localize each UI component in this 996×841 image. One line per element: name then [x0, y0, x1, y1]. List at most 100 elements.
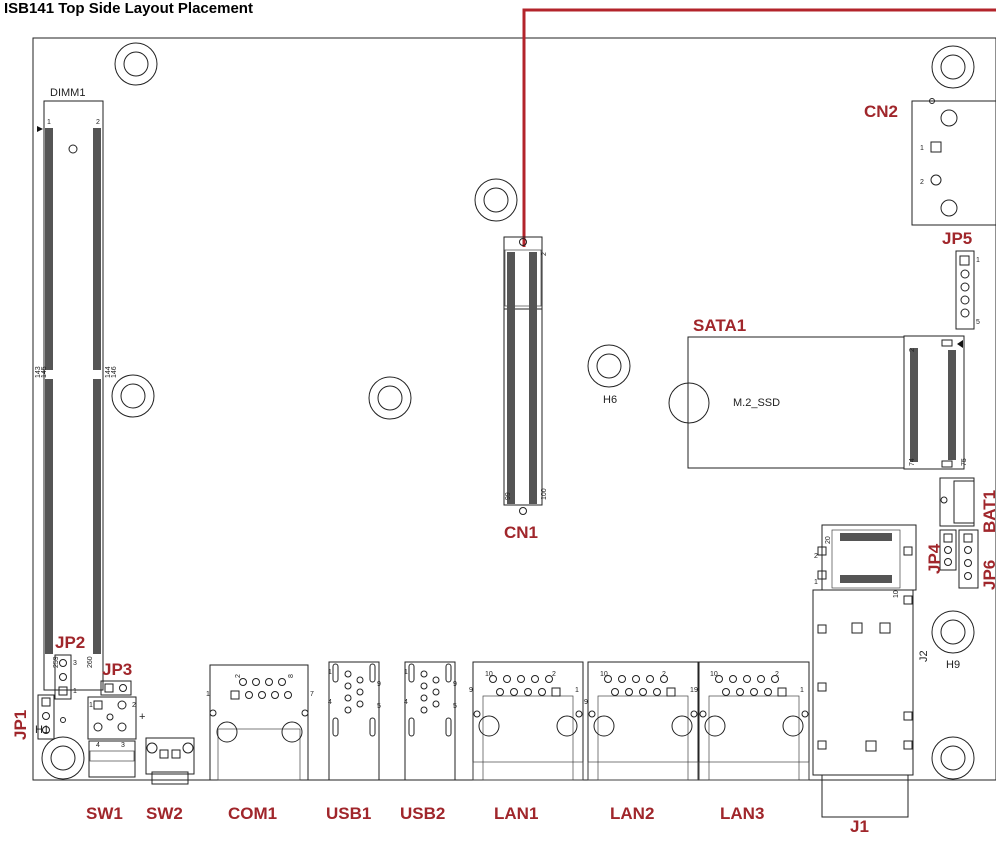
pin-number: 9 — [694, 687, 698, 694]
label-usb1: USB1 — [326, 804, 371, 823]
m2-pin-marker — [957, 340, 963, 348]
jp4-pin — [944, 558, 952, 566]
jp6-pin — [963, 533, 973, 543]
pin-number: 1 — [206, 691, 210, 698]
pin-number: 1 — [920, 145, 924, 152]
label-lan2: LAN2 — [610, 804, 654, 823]
pin-number: 1 — [690, 687, 694, 694]
cn2-hole — [940, 199, 958, 217]
cn2-connector — [911, 100, 996, 226]
j1-pad — [817, 624, 827, 634]
pin-number: 2 — [662, 671, 666, 678]
jp5-pin — [960, 295, 970, 305]
j1-pad — [817, 740, 827, 750]
jp2-pin — [58, 686, 68, 696]
label-jp1: JP1 — [11, 710, 30, 740]
label-dimm1: DIMM1 — [50, 87, 85, 99]
pin-number: 20 — [825, 536, 832, 544]
label-cn1: CN1 — [504, 523, 538, 542]
j1-pad — [903, 546, 913, 556]
pin-number: 144 — [105, 366, 112, 378]
jp2-header — [54, 654, 72, 700]
jp3-header — [100, 680, 132, 696]
j1-connector-lip — [821, 774, 909, 818]
label-lan3: LAN3 — [720, 804, 764, 823]
h1-marker — [60, 717, 66, 723]
jp4-pin — [943, 533, 953, 543]
label-jp2: JP2 — [55, 633, 85, 652]
pin-number: 5 — [377, 703, 381, 710]
sw2-button — [145, 737, 195, 785]
cn1-outline — [503, 236, 543, 506]
pin-number: 143 — [35, 366, 42, 378]
mounting-hole-h6 — [587, 344, 631, 388]
pin-number: 10 — [893, 590, 900, 598]
pin-number: 100 — [541, 488, 548, 500]
label-h6: H6 — [603, 394, 617, 406]
m2-socket — [903, 335, 965, 470]
jp4-header — [939, 529, 957, 571]
label-h1: H1 — [35, 724, 49, 736]
mounting-hole — [931, 45, 975, 89]
mounting-hole-h1 — [41, 736, 85, 780]
jp1-pin — [41, 697, 51, 707]
usb2-port — [404, 661, 456, 781]
jp1-pin — [42, 712, 50, 720]
jp1-pin — [42, 726, 50, 734]
mounting-hole — [111, 374, 155, 418]
j2-connector — [821, 524, 917, 591]
j1-pad — [879, 622, 891, 634]
jp6-pin — [964, 572, 972, 580]
pin-number: 3 — [121, 742, 125, 749]
mounting-hole — [474, 178, 518, 222]
j1-pad — [903, 711, 913, 721]
dimm1-pins-right-lower — [93, 379, 101, 654]
com1-port — [209, 664, 309, 781]
cn1-body — [504, 249, 542, 307]
plus-sign: + — [139, 711, 145, 723]
jp3-pin — [104, 683, 114, 693]
jp6-header — [958, 529, 979, 589]
pin-number: 4 — [96, 742, 100, 749]
label-com1: COM1 — [228, 804, 277, 823]
label-jp5: JP5 — [942, 229, 972, 248]
lan2-port — [587, 661, 699, 781]
jp5-pin — [960, 282, 970, 292]
pin-number: 10 — [485, 671, 493, 678]
mounting-hole — [368, 376, 412, 420]
cn2-pin-2 — [930, 174, 942, 186]
bat1-cell — [953, 480, 975, 524]
label-bat1: BAT1 — [980, 490, 996, 533]
m2-ssd-outline — [687, 336, 904, 469]
label-usb2: USB2 — [400, 804, 445, 823]
j1-pad — [817, 682, 827, 692]
dimm1-pins-right-upper — [93, 128, 101, 370]
pin-number: 9 — [469, 687, 473, 694]
pin-number: 1 — [976, 257, 980, 264]
j1-pad — [903, 740, 913, 750]
pin-number: 8 — [288, 674, 295, 678]
mounting-hole-h9 — [931, 610, 975, 654]
cn1-hole — [519, 507, 527, 515]
pin-number: 2 — [909, 348, 916, 352]
pin-number: 1 — [800, 687, 804, 694]
label-sw2: SW2 — [146, 804, 183, 823]
jp2-pin — [59, 659, 67, 667]
j1-connector — [812, 589, 914, 776]
label-jp6: JP6 — [980, 560, 996, 590]
jp6-pin — [964, 559, 972, 567]
pin-number: 2 — [132, 702, 136, 709]
pin-number: 1 — [328, 669, 332, 676]
j1-pad — [817, 546, 827, 556]
label-sata1: SATA1 — [693, 316, 746, 335]
label-m2-ssd: M.2_SSD — [733, 397, 780, 409]
cn2-pin — [929, 98, 935, 104]
m2-pad — [941, 339, 953, 347]
pin-number: 7 — [310, 691, 314, 698]
j1-pad — [851, 622, 863, 634]
pin-number: 1 — [404, 669, 408, 676]
pin-number: 4 — [328, 699, 332, 706]
dimm1-pins-left-lower — [45, 379, 53, 654]
pin-number: 2 — [235, 674, 242, 678]
